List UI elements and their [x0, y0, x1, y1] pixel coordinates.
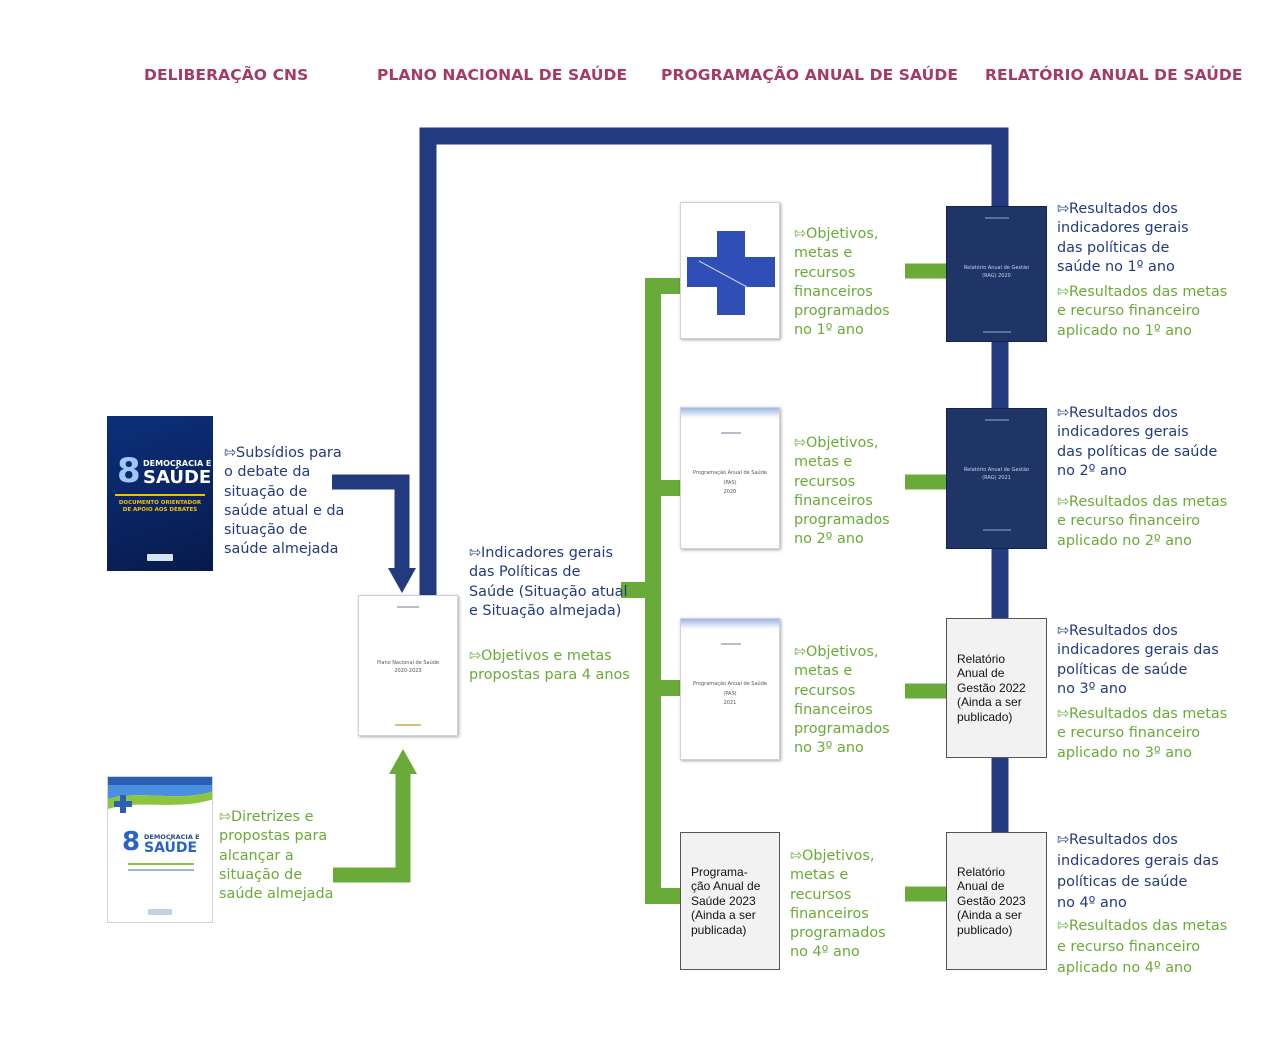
rag-cover-1[interactable]: Relatório Anual de Gestão (RAG) 2020	[946, 206, 1047, 342]
rag-text-2: ⇰Resultados dos indicadores gerais das p…	[1057, 404, 1227, 551]
blue-arrow-line	[332, 474, 410, 570]
pas2-cover-title: Programação Anual de Saúde	[693, 470, 767, 476]
cover-subtitle2: DE APOIO AOS DEBATES	[122, 507, 198, 513]
cover-top-band	[681, 619, 779, 629]
rag1-cover-sub: (RAG) 2020	[982, 273, 1011, 279]
diretrizes-text: ⇰Diretrizes e propostas para alcançar a …	[219, 809, 334, 903]
cover-header-mark	[721, 432, 741, 434]
cover-line1: DEMOCRACIA E	[143, 459, 212, 468]
header-programacao: PROGRAMAÇÃO ANUAL DE SAÚDE	[661, 66, 959, 84]
header-deliberacao: DELIBERAÇÃO CNS	[144, 66, 309, 84]
deliberacao-cover-2[interactable]: 8 DEMOCRACIA E SAÚDE	[107, 776, 213, 923]
pas-cover-1[interactable]	[680, 202, 780, 339]
pas-text-1: ⇰Objetivos, metas e recursos financeiros…	[794, 226, 890, 339]
rag2-cover-sub: (RAG) 2021	[982, 475, 1011, 481]
deliberacao-cover-1[interactable]: 8 DEMOCRACIA E SAÚDE DOCUMENTO ORIENTADO…	[107, 416, 213, 571]
cover-waves	[108, 777, 212, 813]
cover-line2: SAÚDE	[144, 840, 198, 856]
green-arrowhead	[389, 749, 417, 774]
rag1-cover-title: Relatório Anual de Gestão	[963, 265, 1030, 271]
rag-text-2-indicadores: ⇰Resultados dos indicadores gerais das p…	[1057, 405, 1218, 479]
rag-text-1-indicadores: ⇰Resultados dos indicadores gerais das p…	[1057, 201, 1189, 275]
rag-text-1-metas: ⇰Resultados das metas e recurso financei…	[1057, 284, 1228, 339]
cover-logo	[147, 554, 173, 561]
pns-cover-title: Plano Nacional de Saúde	[377, 660, 439, 666]
cover-yellow-rule	[115, 494, 205, 496]
rag2-cover-title: Relatório Anual de Gestão	[963, 467, 1030, 473]
pas2-cover-year: 2020	[723, 489, 737, 495]
rag-text-4-indicadores: ⇰Resultados dos indicadores gerais das p…	[1057, 832, 1219, 911]
cover-footer-mark	[983, 529, 1011, 531]
pas3-cover-title: Programação Anual de Saúde	[693, 681, 767, 687]
pas-text-3: ⇰Objetivos, metas e recursos financeiros…	[794, 644, 890, 757]
rag-box-3[interactable]: Relatório Anual de Gestão 2022 (Ainda a …	[946, 618, 1047, 758]
rag-box-4[interactable]: Relatório Anual de Gestão 2023 (Ainda a …	[946, 832, 1047, 970]
cover-header-mark	[721, 643, 741, 645]
cover-footer-mark	[983, 331, 1011, 333]
pns-objetivos-text: ⇰Objetivos e metas propostas para 4 anos	[469, 648, 630, 684]
cover-top-band	[681, 408, 779, 418]
pns-indicadores-text: ⇰Indicadores gerais das Políticas de Saú…	[469, 545, 628, 619]
rag-text-3-indicadores: ⇰Resultados dos indicadores gerais das p…	[1057, 623, 1219, 697]
pas-cover-3[interactable]: Programação Anual de Saúde (PAS) 2021	[680, 618, 780, 760]
pas-box-4-label: Programa- ção Anual de Saúde 2023 (Ainda…	[691, 864, 761, 937]
cover-header-mark	[985, 217, 1009, 219]
pas2-cover-sub: (PAS)	[723, 480, 737, 486]
cover-subtitle1: DOCUMENTO ORIENTADOR	[118, 500, 202, 506]
blue-arrowhead	[388, 568, 416, 593]
rag-text-4: ⇰Resultados dos indicadores gerais das p…	[1057, 830, 1227, 979]
subsidios-text: ⇰Subsídios para o debate da situação de …	[224, 445, 345, 558]
rag-cover-2[interactable]: Relatório Anual de Gestão (RAG) 2021	[946, 408, 1047, 549]
green-arrow-line	[333, 772, 411, 883]
cover-number: 8	[117, 451, 141, 491]
cover-header-mark	[397, 606, 419, 608]
pas-text-2: ⇰Objetivos, metas e recursos financeiros…	[794, 435, 890, 548]
pas-text-4: ⇰Objetivos, metas e recursos financeiros…	[790, 848, 886, 961]
cover-line2: SAÚDE	[143, 467, 212, 488]
cover-header-mark	[985, 419, 1009, 421]
cover-rule	[128, 863, 194, 865]
pns-cover-years: 2020-2023	[394, 668, 422, 674]
rag-text-1: ⇰Resultados dos indicadores gerais das p…	[1057, 200, 1227, 341]
pas3-cover-year: 2021	[723, 700, 737, 706]
pas-cover-2[interactable]: Programação Anual de Saúde (PAS) 2020	[680, 407, 780, 549]
pns-cover[interactable]: Plano Nacional de Saúde 2020-2023	[358, 595, 458, 736]
cover-rule-2	[128, 869, 194, 871]
rag-box-3-label: Relatório Anual de Gestão 2022 (Ainda a …	[957, 651, 1026, 724]
cover-logo	[148, 909, 172, 915]
rag-box-4-label: Relatório Anual de Gestão 2023 (Ainda a …	[957, 864, 1026, 937]
cover-number: 8	[122, 827, 141, 857]
header-relatorio: RELATÓRIO ANUAL DE SAÚDE	[985, 66, 1243, 84]
pas3-cover-sub: (PAS)	[723, 691, 737, 697]
cover-footer-mark	[395, 724, 421, 726]
rag-text-3-metas: ⇰Resultados das metas e recurso financei…	[1057, 706, 1228, 761]
rag-text-3: ⇰Resultados dos indicadores gerais das p…	[1057, 622, 1227, 763]
rag-text-4-metas: ⇰Resultados das metas e recurso financei…	[1057, 918, 1228, 976]
pas-box-4[interactable]: Programa- ção Anual de Saúde 2023 (Ainda…	[680, 832, 780, 970]
rag-text-2-metas: ⇰Resultados das metas e recurso financei…	[1057, 494, 1228, 549]
header-plano: PLANO NACIONAL DE SAÚDE	[377, 66, 628, 84]
blue-cross-icon	[687, 231, 775, 315]
cover-line1: DEMOCRACIA E	[144, 833, 200, 841]
